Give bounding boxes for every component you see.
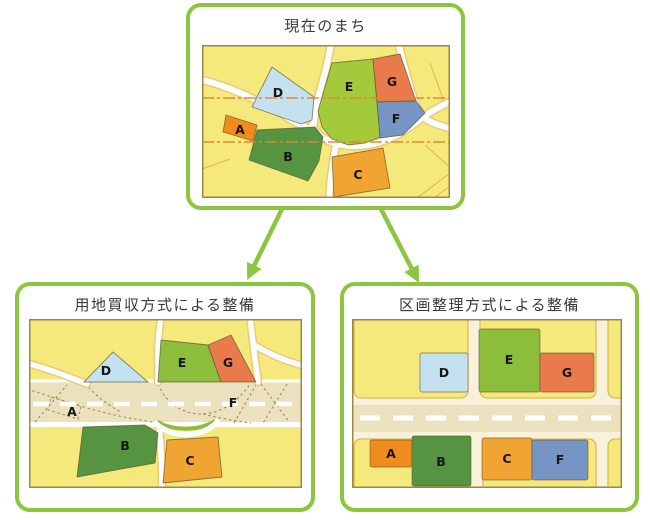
parcel-label-g: G [223,355,233,370]
parcel-label-f: F [556,452,565,467]
parcel-label-c: C [353,167,362,182]
road [156,421,165,488]
parcel-g [539,352,595,393]
parcel-label-a: A [67,404,77,419]
map-frame [29,319,302,488]
parcel-d [83,351,149,383]
parcel-label-b: B [436,454,446,469]
ghost-line [29,389,160,424]
ghost-line [262,383,288,424]
map-land-readjustment: D E G A B C F [352,319,622,488]
parcel-label-a: A [235,122,245,137]
road [309,98,450,150]
parcel-c [331,147,391,198]
parcel-label-c: C [185,453,194,468]
ghost-line [157,383,251,415]
minor-line [424,144,450,168]
parcel-label-d: D [101,363,111,378]
block [607,319,622,399]
road [247,319,261,385]
parcel-labels: D E G A B C F [386,352,572,469]
block [607,438,622,488]
map-frame [352,319,622,488]
minor-line [202,158,231,170]
parcel-c [162,436,223,484]
arrow-to-right-panel-icon [378,207,419,283]
panel-land-purchase: 用地買収方式による整備 [15,282,315,512]
road [29,360,90,387]
map-frame [202,45,450,198]
parcels [369,328,595,487]
parcel-label-b: B [120,438,130,453]
parcel-label-b: B [283,149,293,164]
minor-line [429,62,447,108]
arrow-to-left-panel-icon [247,208,285,280]
road [311,45,334,127]
panel-land-purchase-title: 用地買収方式による整備 [74,297,256,314]
panel-land-readjustment: 区画整理方式による整備 [340,282,639,512]
parcel-d [419,352,469,393]
road [326,141,339,198]
parcel-g [207,334,257,383]
panel-land-readjustment-title: 区画整理方式による整備 [398,297,581,314]
ghost-line [202,413,252,424]
parcel-label-g: G [562,365,572,380]
parcel-f [531,439,589,481]
minor-lines [202,62,450,198]
minor-line [433,185,450,198]
ghost-lines [29,382,290,424]
map-land-purchase: D E G A F B C [29,319,302,488]
map-current-town: D E G F A B C [202,45,450,198]
parcel-f [376,100,426,139]
minor-line [416,172,450,198]
parcel-label-g: G [387,74,397,89]
parcel-label-f: F [392,111,401,126]
parcel-label-d: D [273,85,283,100]
road-dip [152,418,222,438]
ghost-line [233,384,257,424]
parcel-a [222,114,258,142]
parcel-d [251,66,315,125]
parcel-label-c: C [502,451,511,466]
parcel-labels: D E G A F B C [67,355,237,468]
green-sliver [156,419,217,431]
parcel-label-f: F [229,395,238,410]
parcel-label-e: E [345,79,354,94]
parcel-label-d: D [439,365,449,380]
parcel-b [76,424,159,478]
parcel-label-a: A [386,446,396,461]
ghost-line [84,382,122,413]
highway-band [352,405,622,432]
parcel-labels: D E G F A B C [235,74,400,182]
parcel-b [411,435,472,487]
parcel-b [248,126,324,182]
panel-current-town: 現在のまち [186,3,465,210]
parcels [222,53,426,198]
parcels [76,334,257,484]
parcel-label-e: E [505,352,514,367]
parcel-label-e: E [178,355,187,370]
panel-current-town-title: 現在のまち [284,18,367,35]
dash-dot-lines [202,97,450,143]
